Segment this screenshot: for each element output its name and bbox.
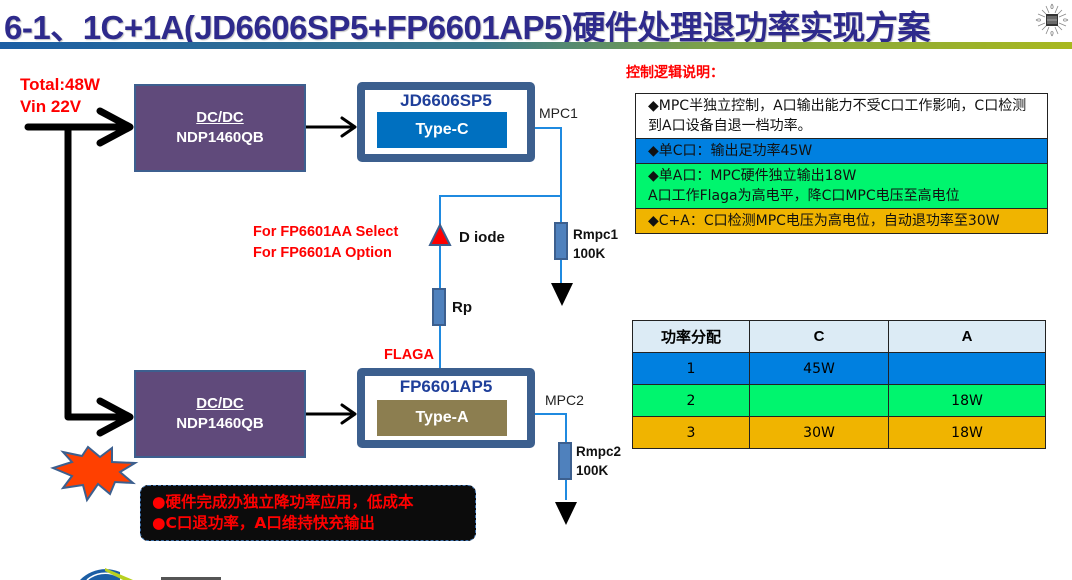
chip-jd6606sp5: JD6606SP5 Type-C <box>357 82 535 162</box>
cell-a: 18W <box>888 384 1046 417</box>
rp-resistor-icon <box>432 288 446 326</box>
cell-c <box>749 384 889 417</box>
logic-row-mpc: ◆MPC半独立控制，A口输出能力不受C口工作影响，C口检测到A口设备自退一档功率… <box>636 94 1047 139</box>
chip-c-name: JD6606SP5 <box>400 91 492 110</box>
mpc1-pin-label: MPC1 <box>539 105 578 121</box>
input-arrowhead-bottom <box>96 397 134 437</box>
type-c-port: Type-C <box>377 112 507 148</box>
table-header-row: 功率分配 C A <box>632 320 1046 353</box>
title-underline <box>0 42 1072 49</box>
rmpc2-value: 100K <box>576 463 609 478</box>
diode-select-note: For FP6601AA Select <box>253 224 399 240</box>
type-a-port: Type-A <box>377 400 507 436</box>
input-voltage-label: Vin 22V <box>20 97 82 116</box>
chip-a-name: FP6601AP5 <box>399 377 493 396</box>
table-row: 3 30W 18W <box>632 416 1046 449</box>
cell-index: 2 <box>632 384 750 417</box>
footer-logo-icon <box>80 568 221 580</box>
dcdc-bottom-part: NDP1460QB <box>176 415 264 432</box>
rp-label: Rp <box>452 299 472 316</box>
diode-label: D iode <box>459 229 505 246</box>
rmpc2-resistor-icon <box>558 442 572 480</box>
table-row: 2 18W <box>632 384 1046 417</box>
dcdc-bottom-title: DC/DC <box>196 395 244 412</box>
dcdc-converter-top: DC/DC NDP1460QB <box>134 84 306 172</box>
company-emblem-icon <box>1035 3 1069 37</box>
control-logic-title: 控制逻辑说明： <box>626 65 724 81</box>
rmpc1-resistor-icon <box>554 222 568 260</box>
highlight-note-box: ●硬件完成办独立降功率应用，低成本 ●C口退功率，A口维持快充输出 <box>140 485 476 541</box>
page-title: 6-1、1C+1A(JD6606SP5+FP6601AP5)硬件处理退功率实现方… <box>4 9 930 46</box>
cell-a: 18W <box>888 416 1046 449</box>
dcdc-to-chip-a-arrowhead <box>340 403 357 425</box>
logic-row-c-plus-a: ◆C+A：C口检测MPC电压为高电位，自动退功率至30W <box>636 209 1047 233</box>
rmpc1-value: 100K <box>573 246 606 261</box>
chip-fp6601ap5: FP6601AP5 Type-A <box>357 368 535 448</box>
table-row: 1 45W <box>632 352 1046 385</box>
header-a: A <box>888 320 1046 353</box>
diode-option-note: For FP6601A Option <box>253 245 392 261</box>
cell-c: 45W <box>749 352 889 385</box>
rmpc1-name: Rmpc1 <box>573 227 619 242</box>
cell-a <box>888 352 1046 385</box>
cell-index: 1 <box>632 352 750 385</box>
rmpc2-name: Rmpc2 <box>576 444 622 459</box>
cell-c: 30W <box>749 416 889 449</box>
total-power-label: Total:48W <box>20 75 100 94</box>
cell-index: 3 <box>632 416 750 449</box>
dcdc-top-part: NDP1460QB <box>176 129 264 146</box>
input-branch-line <box>64 123 132 421</box>
ground-icon-2 <box>555 502 577 525</box>
power-allocation-table: 功率分配 C A 1 45W 2 18W 3 30W 18W <box>632 320 1046 449</box>
starburst-icon <box>50 445 139 503</box>
logic-row-single-c: ◆单C口：输出足功率45W <box>636 139 1047 164</box>
note-line-1: ●硬件完成办独立降功率应用，低成本 <box>152 493 414 511</box>
dcdc-to-chip-c-arrowhead <box>340 116 357 138</box>
ground-icon-1 <box>551 283 573 306</box>
note-line-2: ●C口退功率，A口维持快充输出 <box>152 514 375 532</box>
logic-row-single-a: ◆单A口：MPC硬件独立输出18W A口工作Flaga为高电平，降C口MPC电压… <box>636 164 1047 209</box>
input-arrowhead-top <box>96 107 134 147</box>
dcdc-converter-bottom: DC/DC NDP1460QB <box>134 370 306 458</box>
flaga-label: FLAGA <box>384 347 434 363</box>
mpc2-pin-label: MPC2 <box>545 392 584 408</box>
diode-icon <box>428 222 452 246</box>
mpc1-wire <box>439 127 562 225</box>
dcdc-top-title: DC/DC <box>196 109 244 126</box>
header-allocation: 功率分配 <box>632 320 750 353</box>
header-c: C <box>749 320 889 353</box>
control-logic-box: ◆MPC半独立控制，A口输出能力不受C口工作影响，C口检测到A口设备自退一档功率… <box>635 93 1048 234</box>
